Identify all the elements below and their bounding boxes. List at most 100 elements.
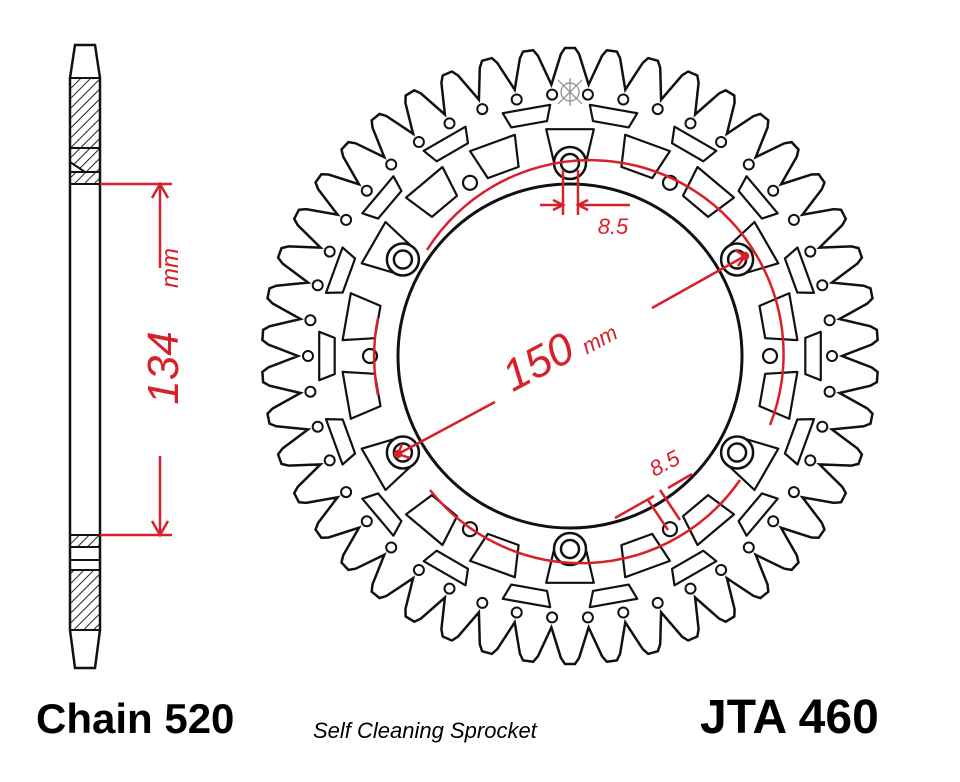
lightening-window [324,418,357,466]
tooth-relief-hole [385,541,398,554]
lightening-window [422,549,470,587]
tooth-relief-hole [304,385,317,398]
bolt-hole [392,249,414,270]
lightening-window [737,492,779,537]
pcd-line-lower [397,400,496,456]
tooth-relief-hole [385,158,398,171]
tooth-relief-hole [412,136,425,148]
pcd-arc-top [425,158,760,259]
side-dim-value: 134 [139,331,188,404]
tooth-relief-hole [304,314,317,327]
tooth-relief-hole [767,515,780,528]
side-dim-unit: mm [157,248,184,288]
part-number: JTA 460 [700,691,879,744]
pcd-arc-bottom [429,479,742,565]
lightening-window [620,532,671,579]
tooth-relief-hole [816,279,829,292]
pcd-line-upper [651,254,746,310]
tooth-relief-hole [684,117,697,130]
lightening-windows [318,103,822,609]
lightening-window [804,330,822,382]
tooth-relief-hole [340,486,353,499]
lightening-window [469,133,520,180]
tooth-relief-hole [684,582,697,595]
bolt-hole [559,538,581,560]
lightening-window [620,133,671,180]
tooth-relief-hole [302,350,314,362]
lightening-window [361,175,403,220]
lightening-window [469,532,520,579]
hole-dim-top: 8.5 [598,214,629,239]
tooth-relief-hole [816,420,829,433]
tooth-relief-hole [311,420,324,433]
tooth-relief-hole [715,136,728,148]
lightening-window [404,165,459,218]
tooth-relief-hole [340,213,353,226]
pcd-dimension [372,158,785,565]
subtitle: Self Cleaning Sprocket [313,718,537,743]
side-hatch-low [69,534,101,548]
side-dimension [100,181,172,538]
lightening-window [501,103,552,129]
tooth-relief-hole [581,88,594,101]
side-hatch-mid [69,171,101,185]
tooth-relief-hole [767,184,780,197]
lightening-window [783,246,816,294]
lightening-window [681,494,736,547]
tooth-relief-hole [823,385,836,398]
tooth-relief-hole [412,564,425,576]
tooth-relief-hole [323,454,336,467]
lightening-window [783,418,816,466]
tooth-relief-hole [360,515,373,528]
tooth-relief-hole [617,606,630,619]
lightening-window [670,549,718,587]
tooth-relief-hole [742,541,755,554]
tooth-relief-hole [581,611,594,624]
tooth-relief-hole [510,606,523,619]
tooth-relief-hole [510,93,523,106]
tooth-relief-hole [787,486,800,499]
tooth-relief-hole [823,314,836,327]
chain-label: Chain 520 [36,695,235,742]
lightening-window [670,125,718,163]
tooth-relief-hole [651,103,664,116]
lightening-window [737,175,779,220]
lightening-window [681,165,736,218]
lightening-window [341,292,382,342]
tooth-relief-hole [443,582,456,595]
lightening-window [422,125,470,163]
small-hole [461,174,479,191]
lightening-window [758,292,799,342]
tooth-relief-hole [311,279,324,292]
sprocket-body [261,46,879,666]
side-profile [68,43,102,670]
tooth-relief-hole [360,184,373,197]
tooth-relief-hole [617,93,630,106]
lightening-window [324,246,357,294]
tooth-relief-hole [787,213,800,226]
side-hatch-top [69,77,101,149]
tooth-relief-holes [302,88,838,624]
tooth-relief-hole [804,245,817,258]
logo-mark [557,78,583,106]
lightening-window [588,103,639,129]
tooth-relief-hole [546,88,559,101]
tooth-relief-hole [826,350,838,362]
bolt-hole [726,442,748,463]
tooth-relief-hole [651,596,664,609]
side-profile-outline [68,43,102,670]
pcd-arc-right [756,257,785,426]
tooth-relief-hole [443,117,456,130]
tooth-relief-hole [546,611,559,624]
lightening-window [318,330,336,382]
pcd-arc-left [372,317,380,396]
tooth-relief-hole [804,454,817,467]
side-hatch-bottom [69,569,101,631]
tooth-relief-hole [476,596,489,609]
lightening-window [588,583,639,609]
small-hole [761,347,779,365]
lightening-window [501,583,552,609]
lightening-window [361,492,403,537]
tooth-relief-hole [715,564,728,576]
